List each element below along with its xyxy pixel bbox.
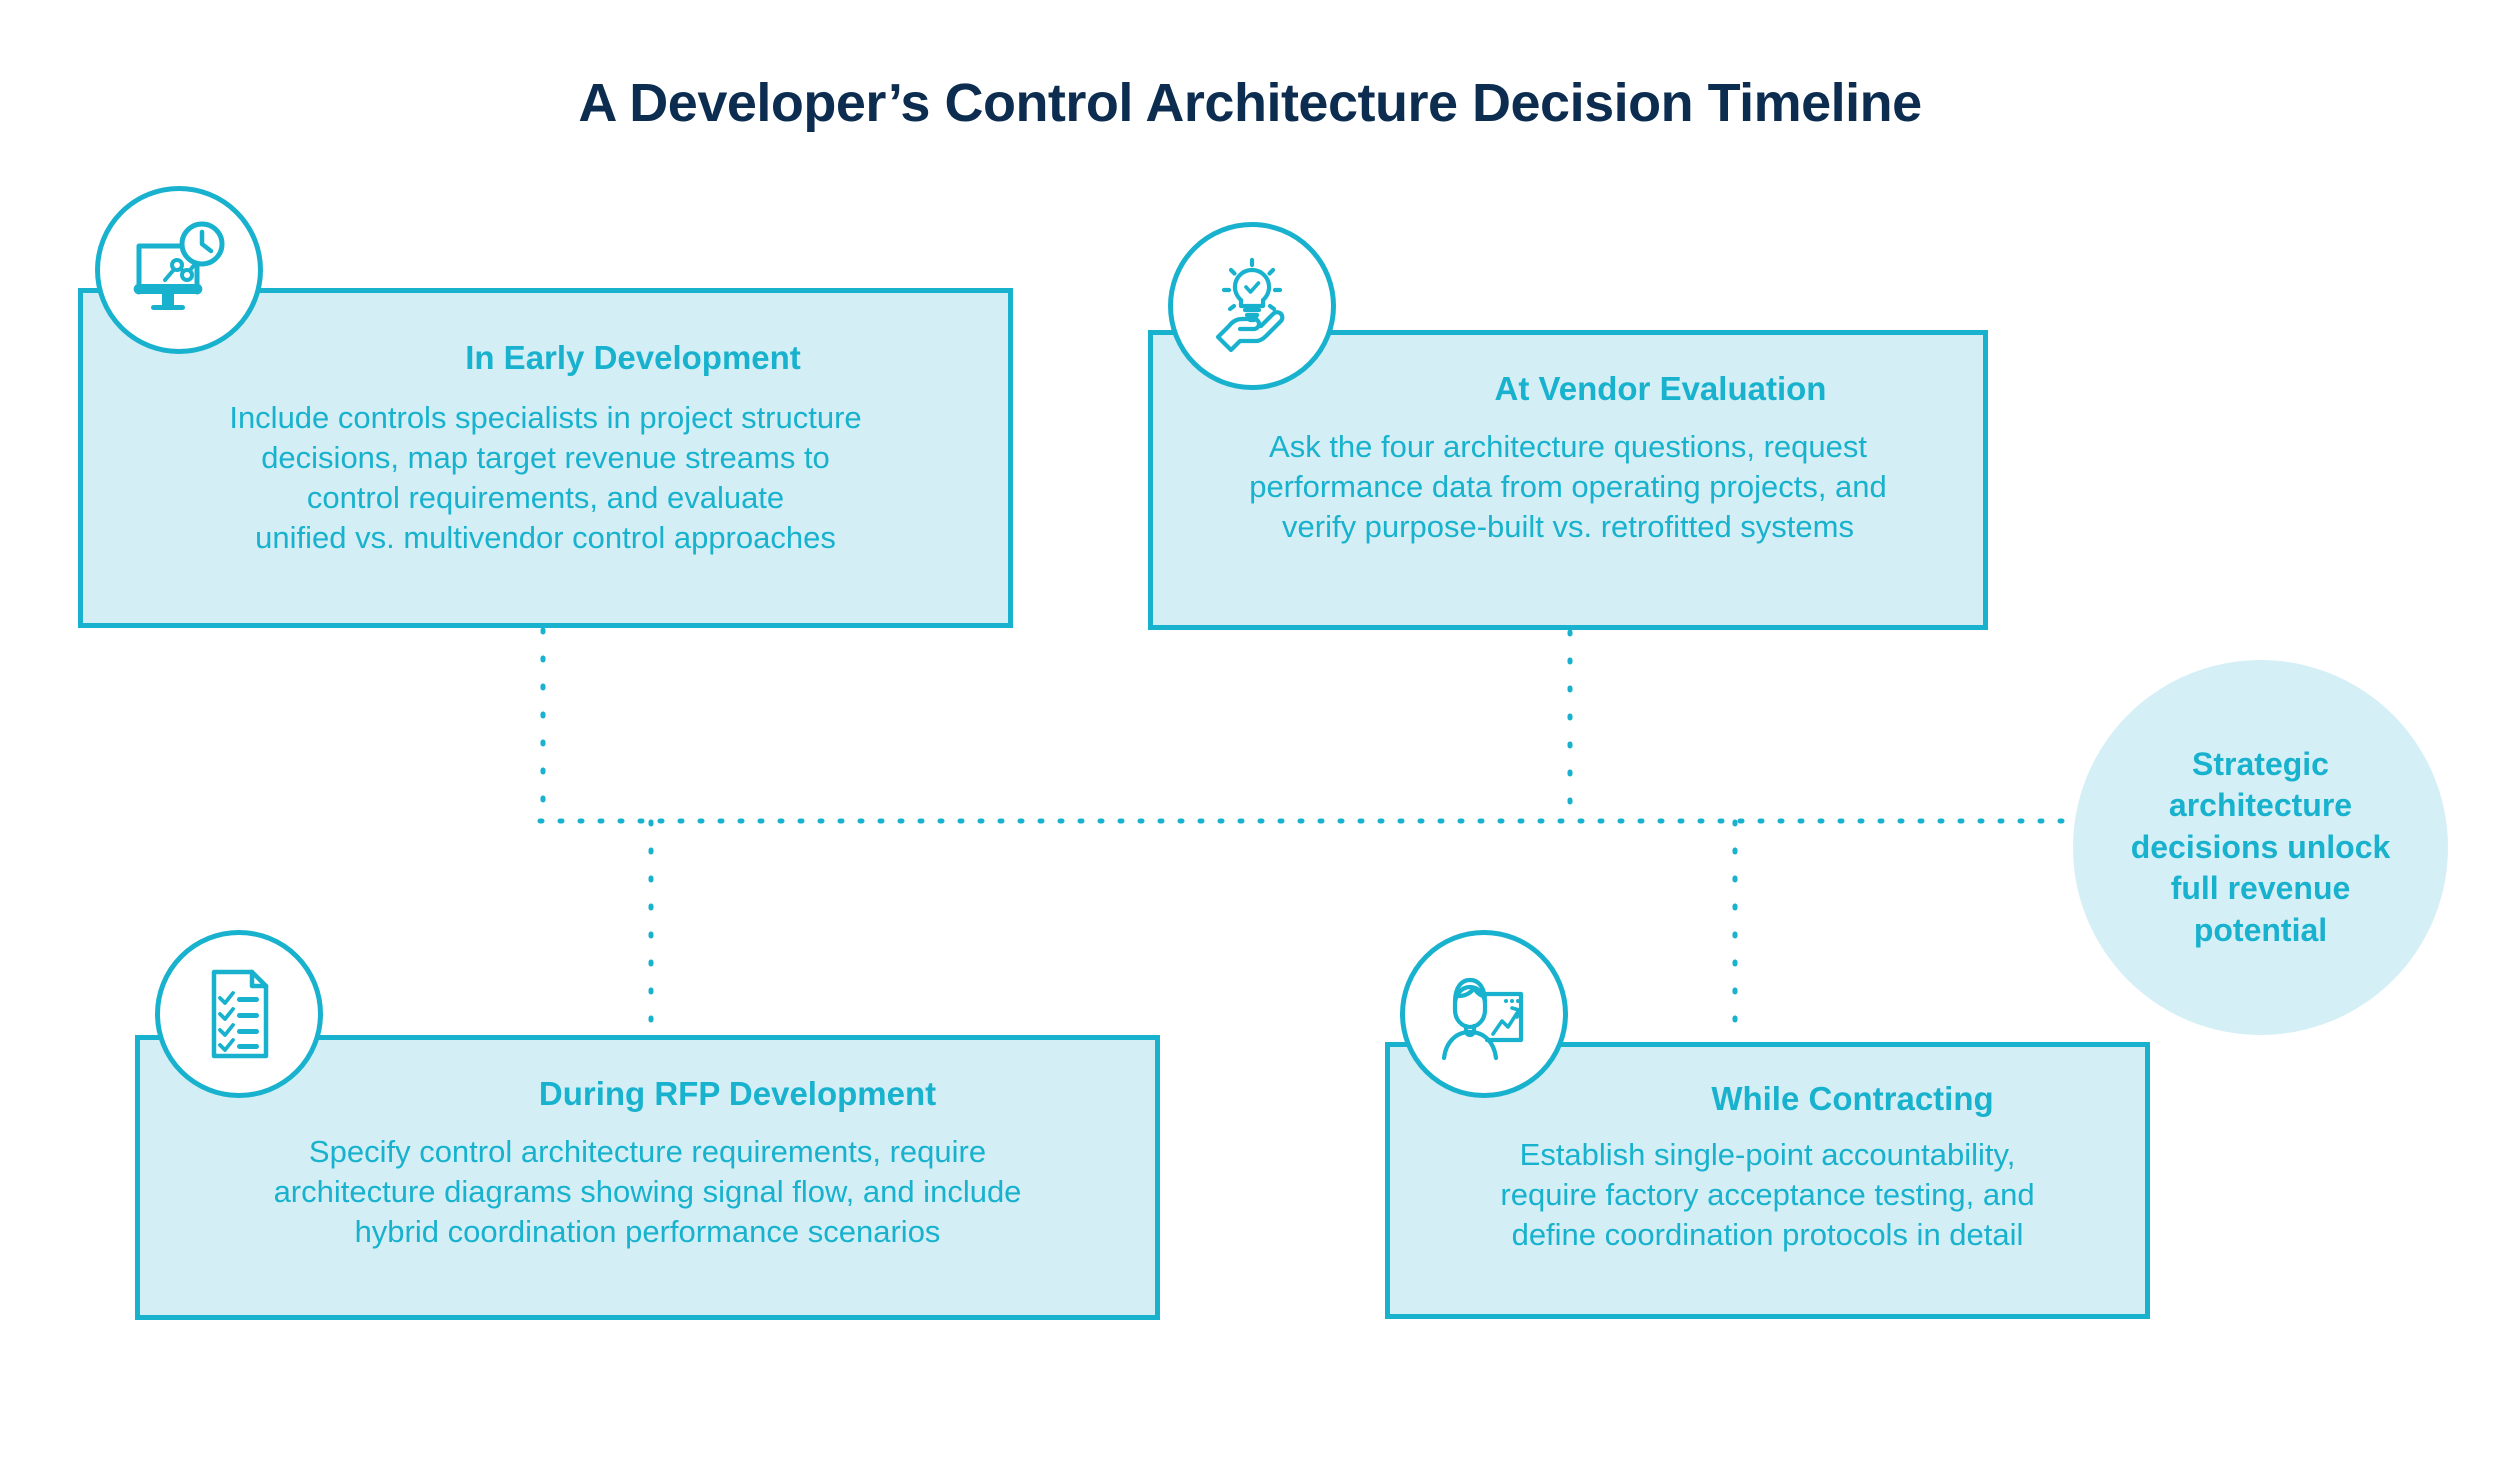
card-body-line: decisions, map target revenue streams to (261, 439, 830, 475)
card-body-line: hybrid coordination performance scenario… (354, 1214, 941, 1250)
card-body-line: Include controls specialists in project … (229, 399, 862, 435)
card-body-line: control requirements, and evaluate (306, 480, 785, 516)
card-body-line: architecture diagrams showing signal flo… (273, 1173, 1022, 1209)
card-body-line: verify purpose-built vs. retrofitted sys… (1282, 509, 1854, 545)
card-body-line: require factory acceptance testing, and (1500, 1176, 2035, 1212)
hand-lightbulb-check-icon (1168, 222, 1336, 390)
card-body-line: Establish single-point accountability, (1519, 1136, 2016, 1172)
card-early-development: In Early Development Include controls sp… (78, 288, 1013, 628)
card-title: In Early Development (465, 339, 801, 376)
card-body: Specify control architecture requirement… (140, 1132, 1155, 1253)
summary-line: architecture (2168, 787, 2353, 824)
card-title: At Vendor Evaluation (1494, 370, 1827, 407)
summary-text: Strategic architecture decisions unlock … (2131, 744, 2391, 952)
person-presentation-chart-icon (1400, 930, 1568, 1098)
summary-line: full revenue (2170, 870, 2351, 907)
monitor-chart-clock-icon (95, 186, 263, 354)
card-body: Establish single-point accountability, r… (1390, 1135, 2145, 1256)
card-body-line: define coordination protocols in detail (1511, 1217, 2024, 1253)
card-body-line: performance data from operating projects… (1249, 468, 1887, 504)
card-title: While Contracting (1711, 1080, 1994, 1117)
summary-line: decisions unlock (2130, 828, 2391, 865)
summary-circle: Strategic architecture decisions unlock … (2073, 660, 2448, 1035)
card-body: Include controls specialists in project … (83, 398, 1008, 559)
card-title: During RFP Development (538, 1075, 937, 1112)
card-rfp-development: During RFP Development Specify control a… (135, 1035, 1160, 1320)
summary-line: potential (2193, 911, 2328, 948)
page-title: A Developer’s Control Architecture Decis… (578, 73, 1922, 133)
summary-line: Strategic (2192, 745, 2329, 782)
card-body-line: unified vs. multivendor control approach… (255, 520, 836, 556)
card-body-line: Ask the four architecture questions, req… (1269, 428, 1867, 464)
card-body: Ask the four architecture questions, req… (1153, 427, 1983, 548)
card-vendor-evaluation: At Vendor Evaluation Ask the four archit… (1148, 330, 1988, 630)
checklist-document-icon (155, 930, 323, 1098)
card-body-line: Specify control architecture requirement… (308, 1133, 987, 1169)
